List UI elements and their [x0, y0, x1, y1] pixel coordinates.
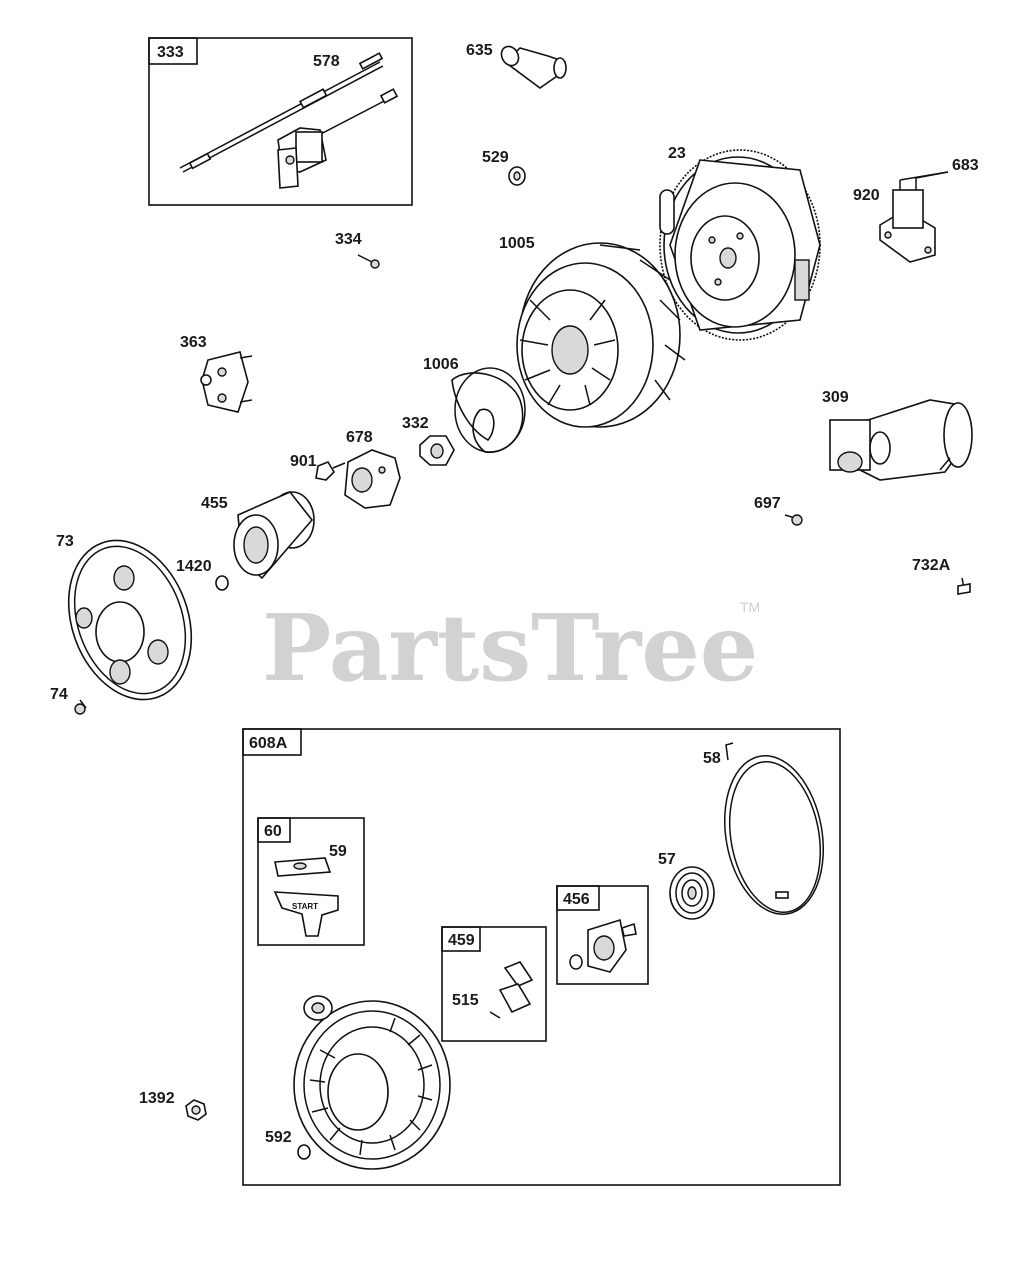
part-label-515: 515 — [452, 992, 479, 1009]
part-label-1006: 1006 — [423, 356, 459, 373]
watermark: PartsTree — [262, 594, 758, 702]
kit-label-333: 333 — [157, 44, 184, 61]
part-label-309: 309 — [822, 389, 849, 406]
kit-label-608A: 608A — [249, 735, 288, 752]
part-label-697: 697 — [754, 495, 781, 512]
part-label-57: 57 — [658, 851, 676, 868]
kit-label-60: 60 — [264, 823, 282, 840]
recoil-housing-part — [293, 995, 451, 1170]
bolt-part-901 — [315, 461, 346, 481]
part-label-683: 683 — [952, 157, 979, 174]
fan-screen-part — [451, 367, 526, 453]
cooling-fan-part — [516, 242, 686, 428]
part-label-1420: 1420 — [176, 558, 212, 575]
screw-part-334 — [357, 254, 380, 269]
ignition-coil-part — [277, 127, 327, 189]
part-label-635: 635 — [466, 42, 493, 59]
part-label-732A: 732A — [912, 557, 951, 574]
starter-solenoid-part — [879, 171, 949, 263]
starter-cup-part — [233, 491, 315, 580]
starter-rope-part — [723, 742, 825, 915]
kit-label-456: 456 — [563, 891, 590, 908]
nut-part-592 — [297, 1144, 311, 1160]
starter-motor-part — [829, 399, 973, 481]
part-label-592: 592 — [265, 1129, 292, 1146]
part-label-901: 901 — [290, 453, 317, 470]
clutch-part-678 — [344, 449, 401, 509]
part-label-455: 455 — [201, 495, 228, 512]
flywheel-nut-part — [419, 435, 455, 466]
part-label-74: 74 — [50, 686, 68, 703]
kit-box-333: 333 — [148, 37, 413, 206]
nut-part-529 — [508, 166, 526, 186]
watermark-trademark: TM — [740, 599, 760, 615]
part-label-363: 363 — [180, 334, 207, 351]
part-label-23: 23 — [668, 145, 686, 162]
nut-part-1420 — [215, 575, 229, 591]
pulley-part — [569, 918, 637, 973]
kit-box-459: 459 — [441, 926, 547, 1042]
flywheel-cover-part — [67, 539, 193, 701]
part-label-73: 73 — [56, 533, 74, 550]
bracket-part-363 — [200, 351, 253, 413]
kit-box-608A: 608A — [242, 728, 841, 1186]
part-label-58: 58 — [703, 750, 721, 767]
part-label-578: 578 — [313, 53, 340, 70]
part-label-678: 678 — [346, 429, 373, 446]
recoil-spring-part — [669, 866, 715, 920]
part-label-59: 59 — [329, 843, 347, 860]
screw-part-732A — [957, 577, 971, 595]
part-label-1005: 1005 — [499, 235, 535, 252]
dog-pawl-part — [489, 961, 534, 1019]
kit-label-459: 459 — [448, 932, 475, 949]
rope-handle-part: START — [273, 857, 339, 937]
flywheel-part — [659, 149, 821, 341]
part-label-920: 920 — [853, 187, 880, 204]
handle-start-text: START — [292, 902, 318, 911]
kit-box-456: 456 — [556, 885, 649, 985]
kit-box-60: 60 — [257, 817, 365, 946]
part-label-334: 334 — [335, 231, 362, 248]
part-label-332: 332 — [402, 415, 429, 432]
part-label-1392: 1392 — [139, 1090, 175, 1107]
spark-plug-boot-part — [500, 45, 567, 89]
nut-part-1392 — [185, 1099, 207, 1121]
screw-part-697 — [784, 514, 803, 526]
part-label-529: 529 — [482, 149, 509, 166]
screw-part-74 — [74, 699, 87, 715]
